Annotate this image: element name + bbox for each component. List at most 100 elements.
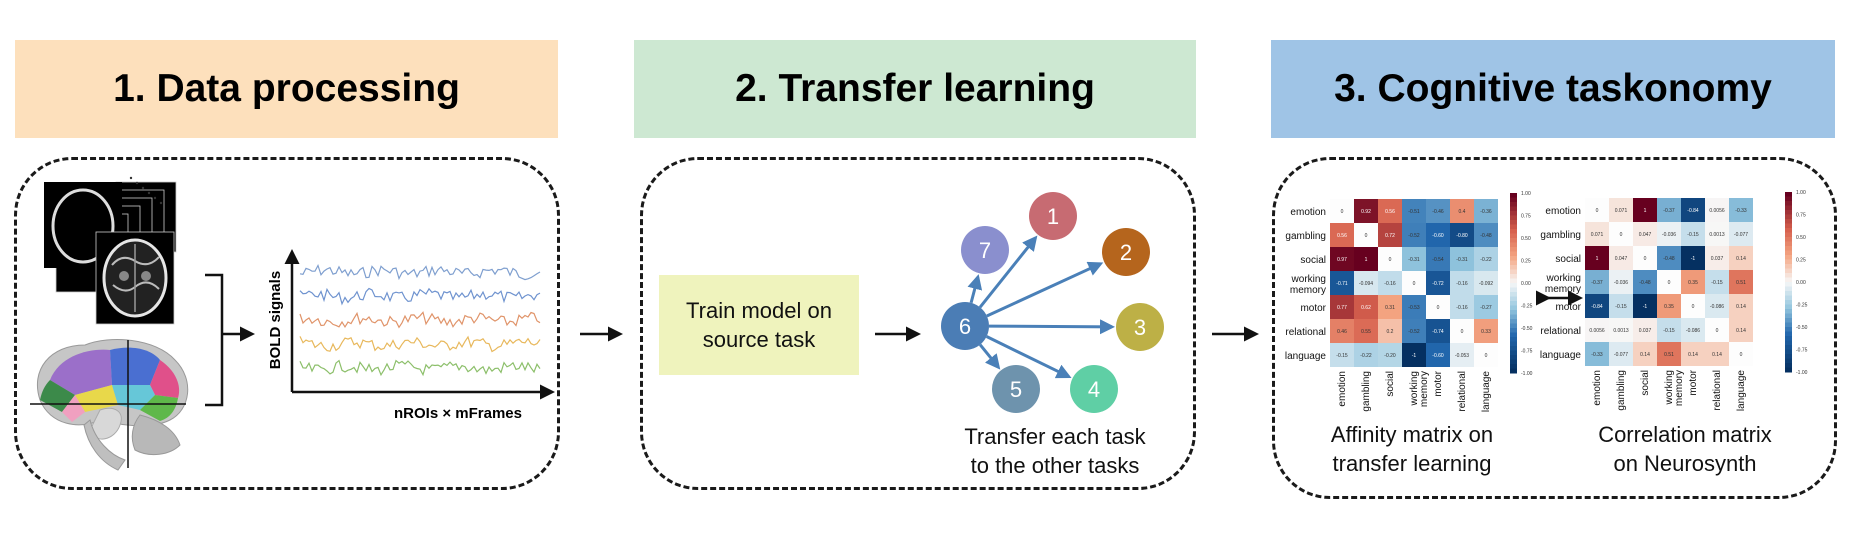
matrix-cell-value: 0.72 xyxy=(1385,233,1395,239)
matrix-cell xyxy=(1426,343,1450,367)
colorbar-segment xyxy=(1785,250,1792,256)
matrix-col-label: emotion xyxy=(1592,370,1603,406)
matrix-cell xyxy=(1450,199,1474,223)
matrix-cell xyxy=(1378,223,1402,247)
colorbar-segment xyxy=(1510,364,1517,369)
matrix-cell-value: -0.37 xyxy=(1663,208,1675,214)
task-node-label: 7 xyxy=(979,238,991,263)
matrix-cell-value: -0.84 xyxy=(1591,304,1603,310)
matrix-cell xyxy=(1705,246,1729,270)
matrix-cell-value: -0.72 xyxy=(1432,281,1444,287)
header-transfer-learning: 2. Transfer learning xyxy=(634,40,1196,138)
matrix-row-label: motor xyxy=(1300,303,1326,314)
matrix-cell xyxy=(1378,271,1402,295)
matrix-cell xyxy=(1609,222,1633,246)
matrix-cell xyxy=(1450,271,1474,295)
colorbar-segment xyxy=(1785,349,1792,355)
matrix-cell xyxy=(1474,319,1498,343)
matrix-col-label: motor xyxy=(1433,370,1444,396)
matrix-cell-value: -1 xyxy=(1412,353,1417,359)
colorbar-segment xyxy=(1510,242,1517,248)
colorbar-segment xyxy=(1785,255,1792,260)
task-node-3 xyxy=(1116,303,1164,351)
colorbar-segment xyxy=(1785,336,1792,341)
matrix-cell xyxy=(1657,198,1681,222)
matrix-row-label: gambling xyxy=(1540,230,1581,241)
colorbar-segment xyxy=(1785,277,1792,283)
matrix-cell xyxy=(1426,295,1450,319)
matrix-cell xyxy=(1585,246,1609,270)
matrix-cell xyxy=(1657,294,1681,318)
matrix-cell xyxy=(1705,222,1729,246)
matrix-cell-value: -0.15 xyxy=(1711,280,1723,286)
colorbar-segment xyxy=(1785,345,1792,350)
matrix-cell xyxy=(1729,318,1753,342)
transfer-arrow xyxy=(978,235,1038,309)
correlation-caption: Correlation matrix on Neurosynth xyxy=(1598,422,1772,476)
bold-signal-trace xyxy=(299,311,541,329)
matrix-cell xyxy=(1426,199,1450,223)
matrix-cell-value: 0 xyxy=(1620,232,1623,238)
bold-signal-trace xyxy=(299,263,541,281)
matrix-cell-value: 0.92 xyxy=(1361,209,1371,215)
panel-data-processing xyxy=(14,157,560,490)
task-node-7 xyxy=(961,226,1009,274)
matrix-cell xyxy=(1681,294,1705,318)
matrix-cell-value: 1 xyxy=(1644,208,1647,214)
colorbar-segment xyxy=(1510,238,1517,243)
matrix-cell-value: 0 xyxy=(1485,353,1488,359)
matrix-cell xyxy=(1354,199,1378,223)
colorbar-segment xyxy=(1510,206,1517,212)
matrix-cell-value: 0.047 xyxy=(1615,256,1628,262)
matrix-cell xyxy=(1354,343,1378,367)
matrix-cell xyxy=(1378,343,1402,367)
colorbar-segment xyxy=(1785,358,1792,364)
matrix-row-label: language xyxy=(1540,350,1582,361)
matrix-cell xyxy=(1354,319,1378,343)
matrix-cell xyxy=(1585,222,1609,246)
colorbar-segment xyxy=(1510,346,1517,351)
matrix-cell xyxy=(1450,247,1474,271)
matrix-col-label: relational xyxy=(1457,371,1468,412)
matrix-cell-value: 0 xyxy=(1716,328,1719,334)
colorbar-tick: 0.75 xyxy=(1521,214,1531,220)
matrix-cell xyxy=(1330,199,1354,223)
affinity-caption: Affinity matrix on transfer learning xyxy=(1330,422,1494,476)
colorbar-segment xyxy=(1510,220,1517,225)
matrix-col-label: motor xyxy=(1688,369,1699,395)
matrix-cell-value: -0.36 xyxy=(1480,209,1492,215)
colorbar-segment xyxy=(1785,196,1792,202)
colorbar-segment xyxy=(1510,323,1517,329)
colorbar-segment xyxy=(1785,318,1792,323)
matrix-cell-value: -0.15 xyxy=(1615,304,1627,310)
colorbar-segment xyxy=(1785,246,1792,251)
matrix-cell-value: -0.52 xyxy=(1408,329,1420,335)
matrix-col-label: workingmemory xyxy=(1409,371,1430,407)
matrix-cell-value: 0.071 xyxy=(1591,232,1604,238)
matrix-cell xyxy=(1330,343,1354,367)
task-node-4 xyxy=(1070,365,1118,413)
matrix-row-label: social xyxy=(1555,254,1581,265)
matrix-cell xyxy=(1330,247,1354,271)
colorbar-segment xyxy=(1785,363,1792,368)
colorbar-tick: 1.00 xyxy=(1521,191,1531,197)
matrix-cell-value: 0.0056 xyxy=(1589,328,1605,334)
matrix-cell xyxy=(1402,319,1426,343)
matrix-cell xyxy=(1609,198,1633,222)
colorbar-segment xyxy=(1510,233,1517,239)
matrix-cell-value: 0 xyxy=(1389,257,1392,263)
matrix-col-label: relational xyxy=(1712,370,1723,411)
matrix-cell-value: -0.086 xyxy=(1710,304,1724,310)
matrix-cell-value: 0 xyxy=(1668,280,1671,286)
colorbar-segment xyxy=(1510,229,1517,234)
matrix-cell xyxy=(1402,295,1426,319)
colorbar-segment xyxy=(1785,295,1792,301)
matrix-cell xyxy=(1633,270,1657,294)
colorbar-segment xyxy=(1510,287,1517,293)
colorbar-tick: 0.25 xyxy=(1521,259,1531,265)
matrix-cell xyxy=(1657,342,1681,366)
matrix-cell-value: -0.27 xyxy=(1480,305,1492,311)
matrix-cell xyxy=(1657,246,1681,270)
colorbar-tick: -1.00 xyxy=(1521,371,1533,377)
colorbar-tick: 0.50 xyxy=(1521,236,1531,242)
